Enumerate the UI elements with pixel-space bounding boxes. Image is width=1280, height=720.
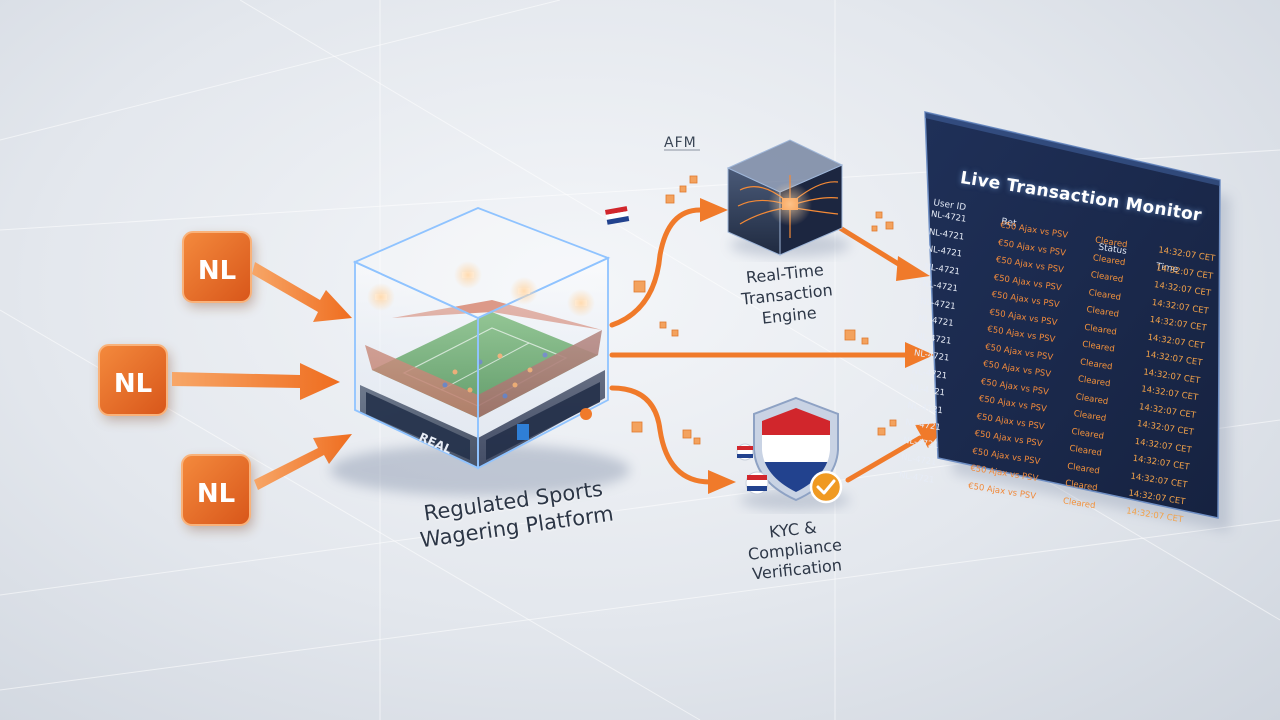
row-status: Cleared [1067,461,1101,476]
row-status: Cleared [1073,409,1107,424]
row-status: Cleared [1088,287,1122,302]
row-status: Cleared [1090,270,1124,285]
row-user-id: NL-4721 [905,418,941,434]
row-status: Cleared [1094,235,1128,250]
nl-badge-top-text: NL [198,256,236,286]
netherlands-flag-icon [605,206,629,225]
row-user-id: NL-4721 [901,452,937,468]
row-user-id: NL-4721 [930,209,966,225]
arrow-top [252,262,352,322]
row-user-id: NL-4721 [903,435,939,451]
row-status: Cleared [1080,357,1114,372]
row-status: Cleared [1071,426,1105,441]
transaction-engine-cube [728,140,850,257]
platform-cube [330,208,630,496]
row-user-id: NL-4721 [898,470,934,486]
row-user-id: NL-4721 [907,400,943,416]
row-user-id: NL-4721 [909,383,945,399]
row-user-id: NL-4721 [913,348,949,364]
row-user-id: NL-4721 [920,296,956,312]
nl-badge-bottom-text: NL [197,479,235,509]
row-user-id: NL-4721 [928,227,964,243]
row-user-id: NL-4721 [922,279,958,295]
row-status: Cleared [1065,478,1099,493]
row-status: Cleared [1077,374,1111,389]
check-icon [811,472,841,502]
row-status: Cleared [1092,253,1126,268]
arrow-to-engine [612,210,700,325]
afm-label: AFM [664,135,697,151]
kyc-shield [737,398,850,510]
row-user-id: NL-4721 [918,314,954,330]
row-status: Cleared [1082,339,1116,354]
row-status: Cleared [1069,444,1103,459]
row-user-id: NL-4721 [911,366,947,382]
row-status: Cleared [1062,496,1096,511]
nl-badge-middle-text: NL [114,369,152,399]
arrow-middle [172,363,340,400]
row-user-id: NL-4721 [926,244,962,260]
row-user-id: NL-4721 [915,331,951,347]
row-user-id: NL-4721 [924,261,960,277]
row-status: Cleared [1084,322,1118,337]
row-status: Cleared [1075,392,1109,407]
row-status: Cleared [1086,305,1120,320]
